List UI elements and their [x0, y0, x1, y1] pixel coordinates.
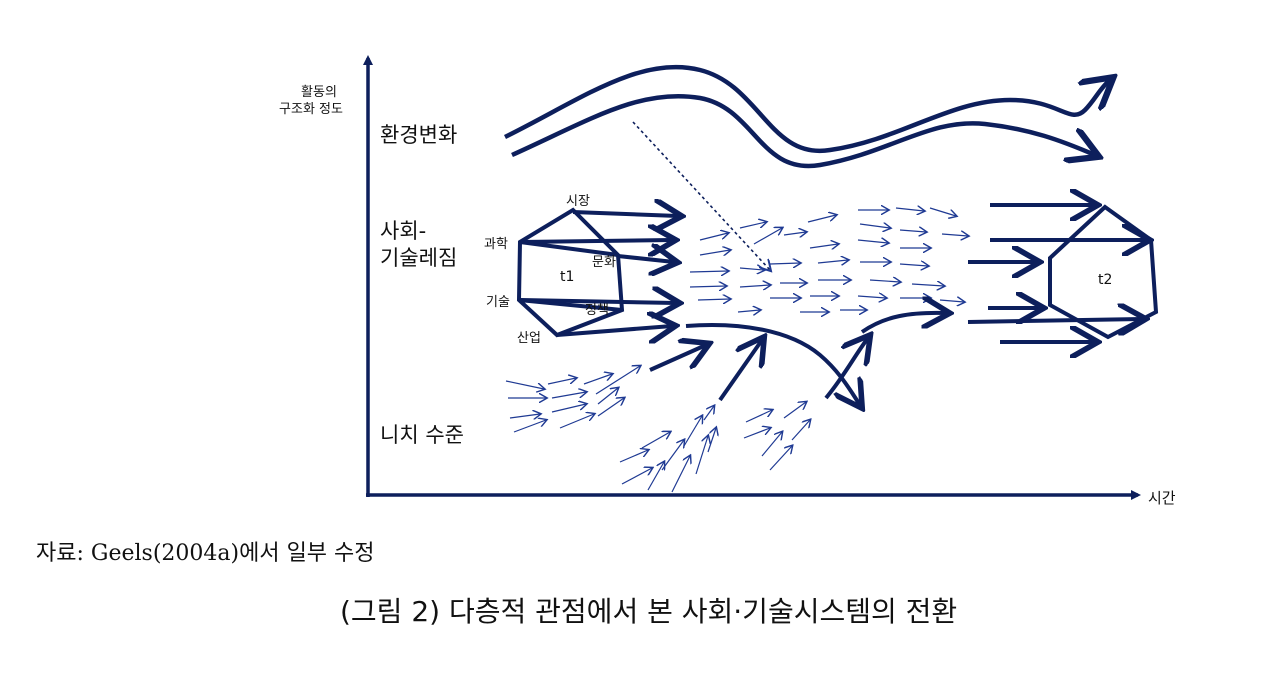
landscape-wave-lower	[511, 93, 1095, 169]
regime-t2-hexagon	[1048, 204, 1159, 340]
regime-t2-incoming-arrows	[967, 205, 1146, 342]
x-axis-label: 시간	[1148, 489, 1176, 507]
regime-t1-time-label: t1	[560, 269, 574, 285]
landscape-level-label: 환경변화	[380, 123, 457, 147]
landscape-wave-upper	[504, 64, 1110, 154]
regime-transition-thin-arrows	[689, 208, 968, 312]
niche-thin-arrows-right	[743, 402, 810, 471]
regime-t1-link-science-culture	[519, 240, 619, 257]
regime-t1-node-industry: 산업	[517, 331, 541, 346]
y-axis-label-line1: 활동의	[301, 85, 337, 100]
source-note: 자료: Geels(2004a)에서 일부 수정	[36, 541, 375, 566]
regime-t1-node-technology: 기술	[486, 295, 510, 310]
regime-t1-node-market: 시장	[566, 194, 590, 209]
niche-level-label: 니치 수준	[380, 423, 464, 447]
regime-t1-node-culture: 문화	[592, 255, 616, 270]
regime-t2-time-label: t2	[1098, 272, 1112, 288]
landscape-pressure-dotted-arrow	[632, 121, 770, 270]
regime-t1-node-science: 과학	[484, 237, 508, 252]
niche-thin-arrows-left	[505, 366, 640, 433]
figure-caption: (그림 2) 다층적 관점에서 본 사회·기술시스템의 전환	[340, 595, 958, 628]
regime-t1-node-policy: 정책	[585, 303, 609, 318]
niche-thin-arrows-middle	[619, 406, 716, 493]
y-axis-label-line2: 구조화 정도	[279, 102, 343, 117]
regime-t1-arrows	[520, 212, 678, 335]
regime-t1-declining-trajectory	[685, 323, 860, 405]
niche-breakthrough-arrows	[649, 313, 946, 402]
regime-level-label-line1: 사회-	[380, 219, 426, 243]
regime-level-label-line2: 기술레짐	[380, 246, 457, 270]
